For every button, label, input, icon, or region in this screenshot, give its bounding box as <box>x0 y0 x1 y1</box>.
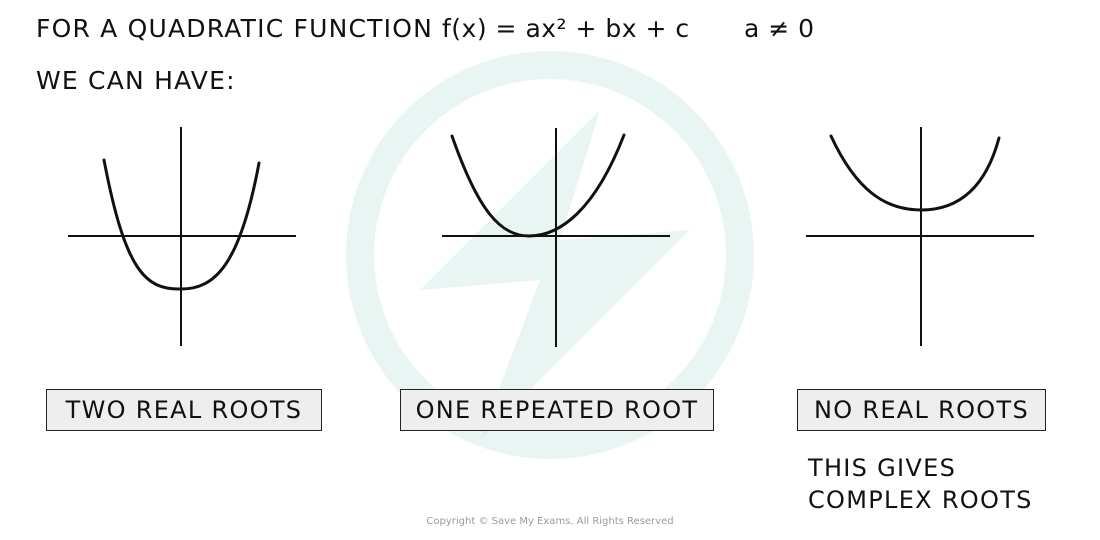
parabola-curve <box>102 158 261 291</box>
note-line1: THIS GIVES <box>808 454 957 482</box>
label-no-real-roots: NO REAL ROOTS <box>797 389 1046 431</box>
parabola-curve <box>450 133 626 238</box>
label-two-real-roots: TWO REAL ROOTS <box>46 389 322 431</box>
heading-line2: WE CAN HAVE: <box>36 66 236 95</box>
condition-a-not-zero: a ≠ 0 <box>744 14 815 43</box>
complex-roots-note: THIS GIVES COMPLEX ROOTS <box>808 452 1033 516</box>
quadratic-formula: f(x) = ax² + bx + c <box>442 14 690 43</box>
note-line2: COMPLEX ROOTS <box>808 486 1033 514</box>
heading-line1: FOR A QUADRATIC FUNCTION <box>36 14 433 43</box>
copyright-notice: Copyright © Save My Exams. All Rights Re… <box>426 516 674 527</box>
parabola-curve <box>829 134 1001 212</box>
label-one-repeated-root: ONE REPEATED ROOT <box>400 389 714 431</box>
